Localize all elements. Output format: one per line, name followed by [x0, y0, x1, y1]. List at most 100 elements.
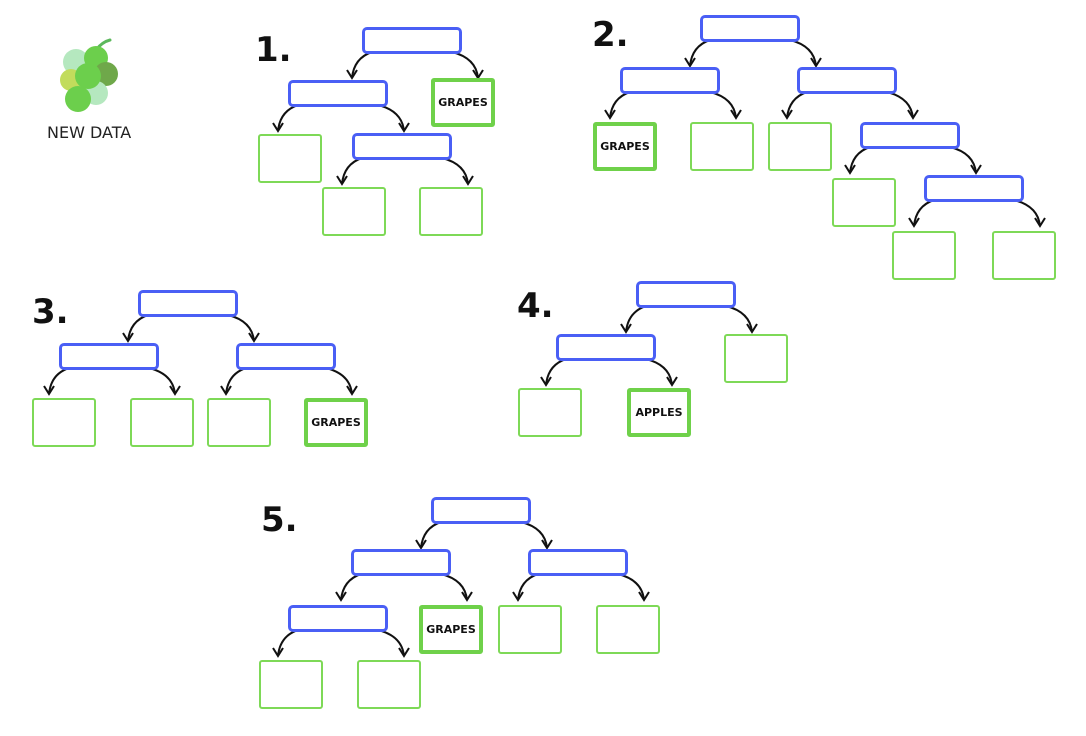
leaf-node [832, 178, 896, 227]
decision-node [431, 497, 531, 524]
arrowhead-icon [666, 376, 678, 387]
tree-number: 1. [255, 30, 292, 70]
decision-node [556, 334, 656, 361]
leaf-node [32, 398, 96, 447]
leaf-label: GRAPES [438, 96, 488, 109]
arrowhead-icon [336, 175, 348, 186]
leaf-node [892, 231, 956, 280]
arrowhead-icon [781, 109, 793, 120]
arrowhead-icon [540, 376, 552, 387]
leaf-label: GRAPES [311, 416, 361, 429]
new-data-label: NEW DATA [47, 123, 132, 142]
decision-node [528, 549, 628, 576]
arrowhead-icon [620, 323, 632, 334]
arrowhead-icon [844, 164, 856, 175]
decision-node [352, 133, 452, 160]
leaf-node [130, 398, 194, 447]
decision-node [924, 175, 1024, 202]
arrowhead-icon [461, 591, 473, 602]
arrowhead-icon [122, 332, 134, 343]
tree-number: 3. [32, 292, 69, 332]
arrowhead-icon [398, 647, 410, 658]
leaf-node [498, 605, 562, 654]
right-branch-arrow [886, 91, 914, 119]
right-branch-arrow [440, 573, 468, 601]
tree-number: 5. [261, 500, 298, 540]
decision-node [236, 343, 336, 370]
tree-number: 4. [517, 286, 554, 326]
right-branch-arrow [949, 146, 977, 174]
tree-number: 2. [592, 15, 629, 55]
arrowhead-icon [1034, 217, 1046, 228]
arrowhead-icon [398, 122, 410, 133]
leaf-node [518, 388, 582, 437]
right-branch-arrow [227, 314, 255, 342]
arrowhead-icon [272, 122, 284, 133]
arrowhead-icon [908, 217, 920, 228]
leaf-node [259, 660, 323, 709]
arrowhead-icon [810, 57, 822, 68]
arrowhead-icon [272, 647, 284, 658]
arrowhead-icon [346, 385, 358, 396]
right-branch-arrow [451, 51, 479, 79]
leaf-node [322, 187, 386, 236]
leaf-node: APPLES [627, 388, 691, 437]
decision-node [288, 80, 388, 107]
right-branch-arrow [725, 305, 753, 333]
arrowhead-icon [346, 69, 358, 80]
leaf-node [690, 122, 754, 171]
leaf-node [992, 231, 1056, 280]
decision-node [59, 343, 159, 370]
right-branch-arrow [148, 367, 176, 395]
arrowhead-icon [335, 591, 347, 602]
right-branch-arrow [377, 104, 405, 132]
decision-node [700, 15, 800, 42]
right-branch-arrow [1013, 199, 1041, 227]
arrowhead-icon [462, 175, 474, 186]
leaf-label: GRAPES [426, 623, 476, 636]
arrowhead-icon [638, 591, 650, 602]
arrowhead-icon [415, 539, 427, 550]
arrowhead-icon [43, 385, 55, 396]
leaf-node: GRAPES [431, 78, 495, 127]
decision-node [138, 290, 238, 317]
leaf-node [724, 334, 788, 383]
leaf-node: GRAPES [304, 398, 368, 447]
arrowhead-icon [512, 591, 524, 602]
right-branch-arrow [520, 521, 548, 549]
arrowhead-icon [541, 539, 553, 550]
arrowhead-icon [604, 109, 616, 120]
arrowhead-icon [169, 385, 181, 396]
right-branch-arrow [325, 367, 353, 395]
arrowhead-icon [970, 164, 982, 175]
right-branch-arrow [789, 39, 817, 67]
leaf-node [207, 398, 271, 447]
decision-node [636, 281, 736, 308]
decision-node [860, 122, 960, 149]
right-branch-arrow [441, 157, 469, 185]
decision-node [362, 27, 462, 54]
leaf-label: GRAPES [600, 140, 650, 153]
grapes-icon [60, 38, 118, 112]
arrowhead-icon [684, 57, 696, 68]
decision-node [797, 67, 897, 94]
decision-node [351, 549, 451, 576]
leaf-node: GRAPES [419, 605, 483, 654]
arrowhead-icon [248, 332, 260, 343]
arrowhead-icon [907, 109, 919, 120]
decision-node [620, 67, 720, 94]
right-branch-arrow [377, 629, 405, 657]
right-branch-arrow [617, 573, 645, 601]
right-branch-arrow [645, 358, 673, 386]
decision-node [288, 605, 388, 632]
leaf-node [419, 187, 483, 236]
right-branch-arrow [709, 91, 737, 119]
arrowhead-icon [746, 323, 758, 334]
leaf-label: APPLES [635, 406, 683, 419]
leaf-node [596, 605, 660, 654]
arrowhead-icon [730, 109, 742, 120]
leaf-node [357, 660, 421, 709]
leaf-node [258, 134, 322, 183]
leaf-node: GRAPES [593, 122, 657, 171]
